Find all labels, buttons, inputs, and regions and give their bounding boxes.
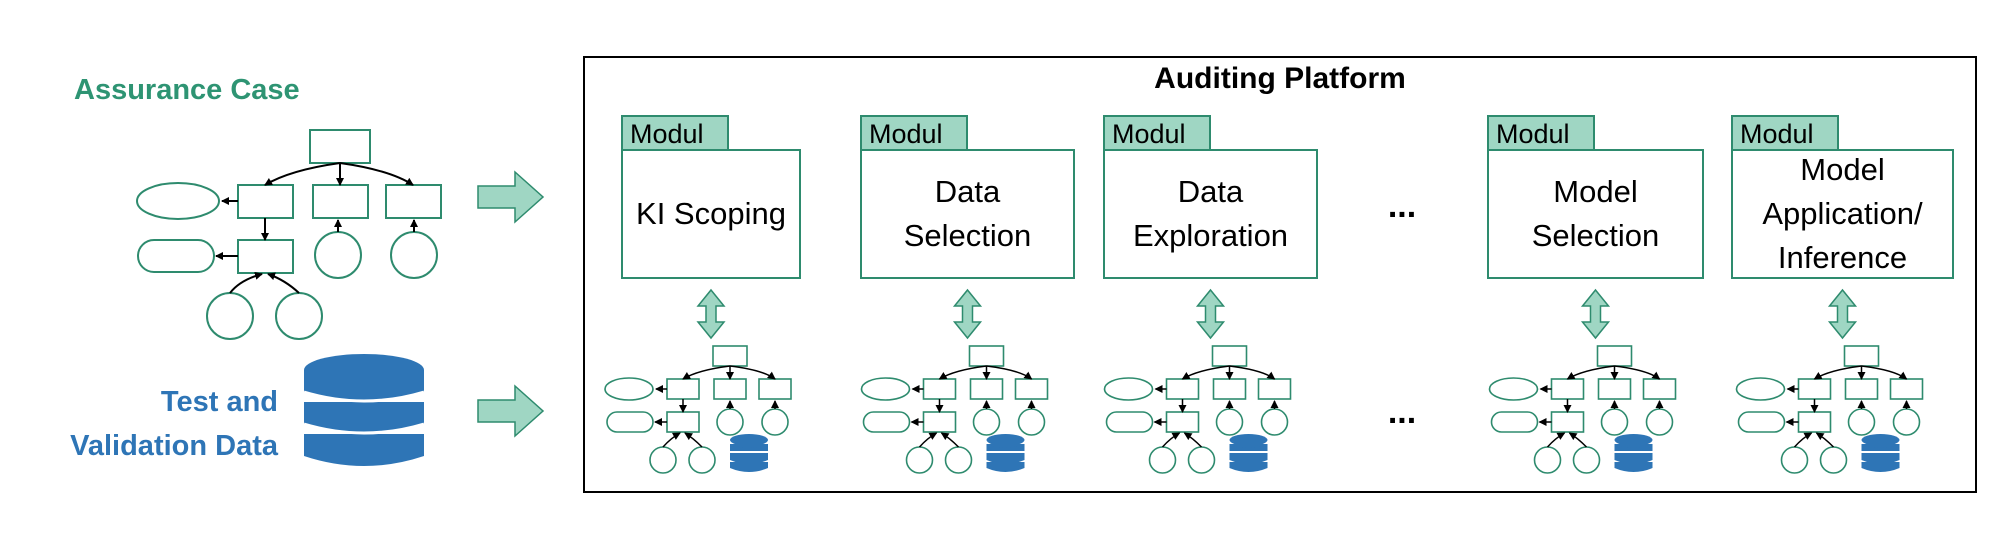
module-body [860, 149, 1075, 279]
test-data-label-line1: Test and [161, 386, 278, 418]
module-body [1103, 149, 1318, 279]
module-tab-label: Modul [1740, 119, 1814, 149]
module-body [1731, 149, 1954, 279]
module-name-line: Selection [904, 218, 1032, 253]
bidirectional-arrow [1828, 289, 1857, 339]
bidirectional-arrow [953, 289, 982, 339]
module-assurance-graph [1105, 346, 1291, 473]
module-name-line: Inference [1778, 240, 1907, 275]
assurance-case-graph [137, 130, 441, 339]
module-name-line: Model [1800, 152, 1884, 187]
module-body [1487, 149, 1704, 279]
module-name-line: Selection [1532, 218, 1660, 253]
bidirectional-arrow [697, 289, 725, 339]
module-name-line: Exploration [1133, 218, 1288, 253]
module-tab-label: Modul [869, 119, 943, 149]
module-assurance-graph [1490, 346, 1676, 473]
bidirectional-arrow [1581, 289, 1610, 339]
module-tab [860, 115, 968, 151]
module-tab-label: Modul [1112, 119, 1186, 149]
assurance-case-label: Assurance Case [74, 74, 300, 106]
module-tab [621, 115, 729, 151]
ellipsis-bottom: ... [1388, 393, 1416, 431]
module-1: Modul KI Scoping [605, 115, 801, 473]
arrow-data-to-platform [477, 384, 545, 438]
module-name-line: Model [1553, 174, 1637, 209]
module-tab-label: Modul [1496, 119, 1570, 149]
database-icon [303, 354, 425, 466]
arrow-assurance-to-platform [477, 170, 545, 224]
module-assurance-graph [605, 346, 791, 473]
module-assurance-graph [1737, 346, 1923, 473]
ellipsis-top: ... [1388, 187, 1416, 225]
module-assurance-graph [862, 346, 1048, 473]
module-body [621, 149, 801, 279]
module-name-line: Data [1178, 174, 1244, 209]
platform-title: Auditing Platform [1154, 62, 1406, 95]
bidirectional-arrow [1196, 289, 1225, 339]
module-name-line: Application/ [1762, 196, 1923, 231]
auditing-platform-frame [583, 56, 1977, 493]
module-name-line: Data [935, 174, 1001, 209]
test-data-label-line2: Validation Data [70, 430, 279, 462]
module-name-line: KI Scoping [636, 196, 786, 231]
module-tab-label: Modul [630, 119, 704, 149]
